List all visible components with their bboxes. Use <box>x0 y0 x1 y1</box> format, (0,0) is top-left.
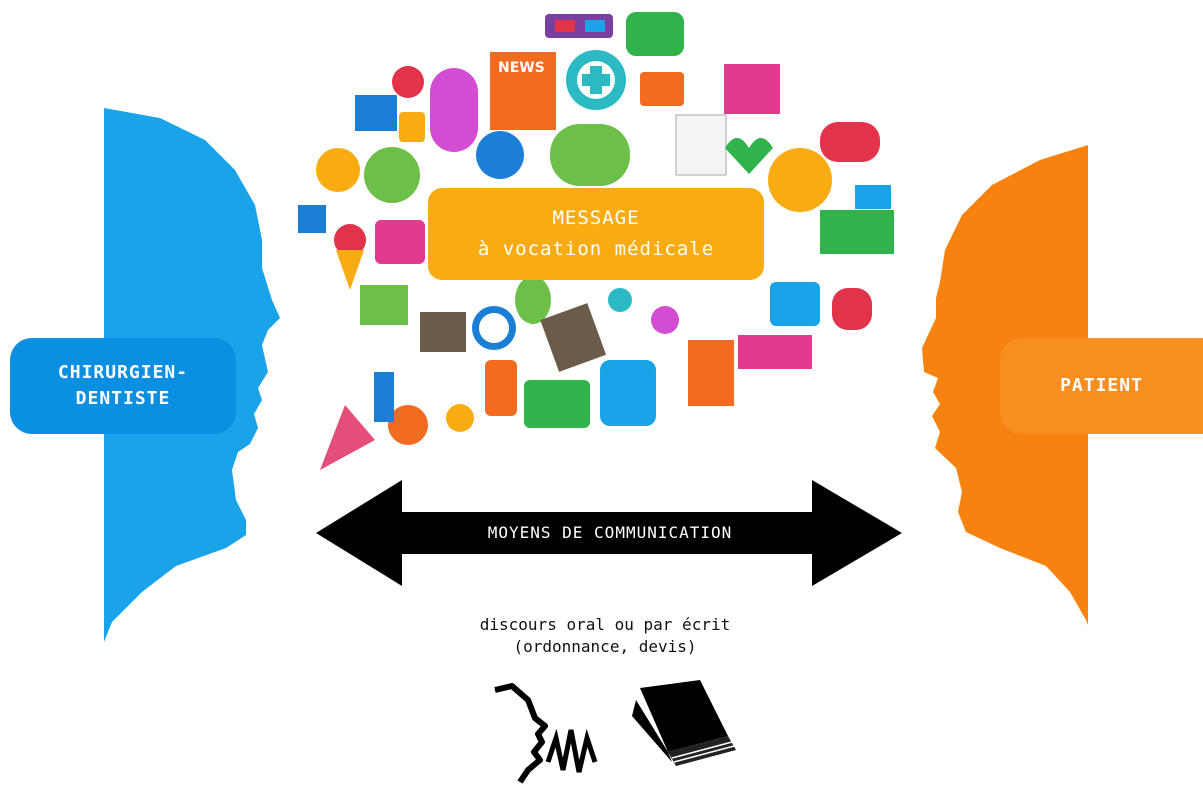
arrow-label: MOYENS DE COMMUNICATION <box>487 523 733 543</box>
puzzle-icon <box>388 405 428 445</box>
gamepad-icon <box>820 122 880 162</box>
printer-icon <box>360 285 408 325</box>
double-arrow-shape <box>316 480 902 586</box>
patient-label: PATIENT <box>1060 374 1143 396</box>
voice-wave-icon <box>545 728 598 773</box>
satellite-icon <box>316 148 360 192</box>
dentist-label: CHIRURGIEN- DENTISTE <box>57 361 189 409</box>
icon-cluster: NEWS <box>298 12 894 445</box>
lock-icon <box>399 112 425 142</box>
photo-icon <box>298 205 326 233</box>
book-shape <box>632 680 736 766</box>
smartphone-icon <box>524 380 590 428</box>
envelope-icon <box>724 64 780 114</box>
speaking-head-shape <box>494 683 548 784</box>
news-icon <box>490 52 556 130</box>
monitor-icon <box>640 72 684 106</box>
lightbulb-icon <box>515 276 551 324</box>
document-icon <box>675 114 727 176</box>
building-icon <box>688 340 734 406</box>
car-icon <box>626 12 684 56</box>
means-line-2: (ordonnance, devis) <box>513 636 697 656</box>
joystick-icon <box>374 372 394 422</box>
camera-icon <box>375 220 425 264</box>
ice-cream-icon <box>334 224 366 256</box>
battery-icon <box>608 288 632 312</box>
keyboard-icon <box>738 335 812 369</box>
phone-icon <box>485 360 517 416</box>
gender-icon <box>651 306 679 334</box>
tablet-icon <box>770 282 820 326</box>
mail-icon <box>855 185 891 209</box>
bubble-tail <box>320 405 375 470</box>
home-icon <box>355 95 397 131</box>
heart-icon <box>725 138 773 174</box>
message-subtitle: à vocation médicale <box>477 238 715 260</box>
message-box: MESSAGE à vocation médicale <box>428 188 764 280</box>
location-icon <box>446 404 474 432</box>
guitar-body-icon <box>540 303 607 372</box>
megaphone-icon <box>820 210 894 254</box>
dentist-label-box: CHIRURGIEN- DENTISTE <box>10 338 236 434</box>
headphones-icon <box>550 124 630 186</box>
microphone-icon <box>430 68 478 152</box>
means-description: discours oral ou par écrit (ordonnance, … <box>380 614 830 657</box>
means-line-1: discours oral ou par écrit <box>479 615 731 634</box>
user-icon <box>476 131 524 179</box>
message-title: MESSAGE <box>552 206 640 229</box>
bird-icon <box>364 147 420 203</box>
globe-icon <box>768 148 832 212</box>
film-icon <box>420 312 466 352</box>
patient-label-box: PATIENT <box>1000 338 1203 434</box>
guitar-icon <box>392 66 424 98</box>
news-icon-label: NEWS <box>498 60 545 76</box>
mouse-icon <box>832 288 872 330</box>
thumbs-up-icon <box>600 360 656 426</box>
